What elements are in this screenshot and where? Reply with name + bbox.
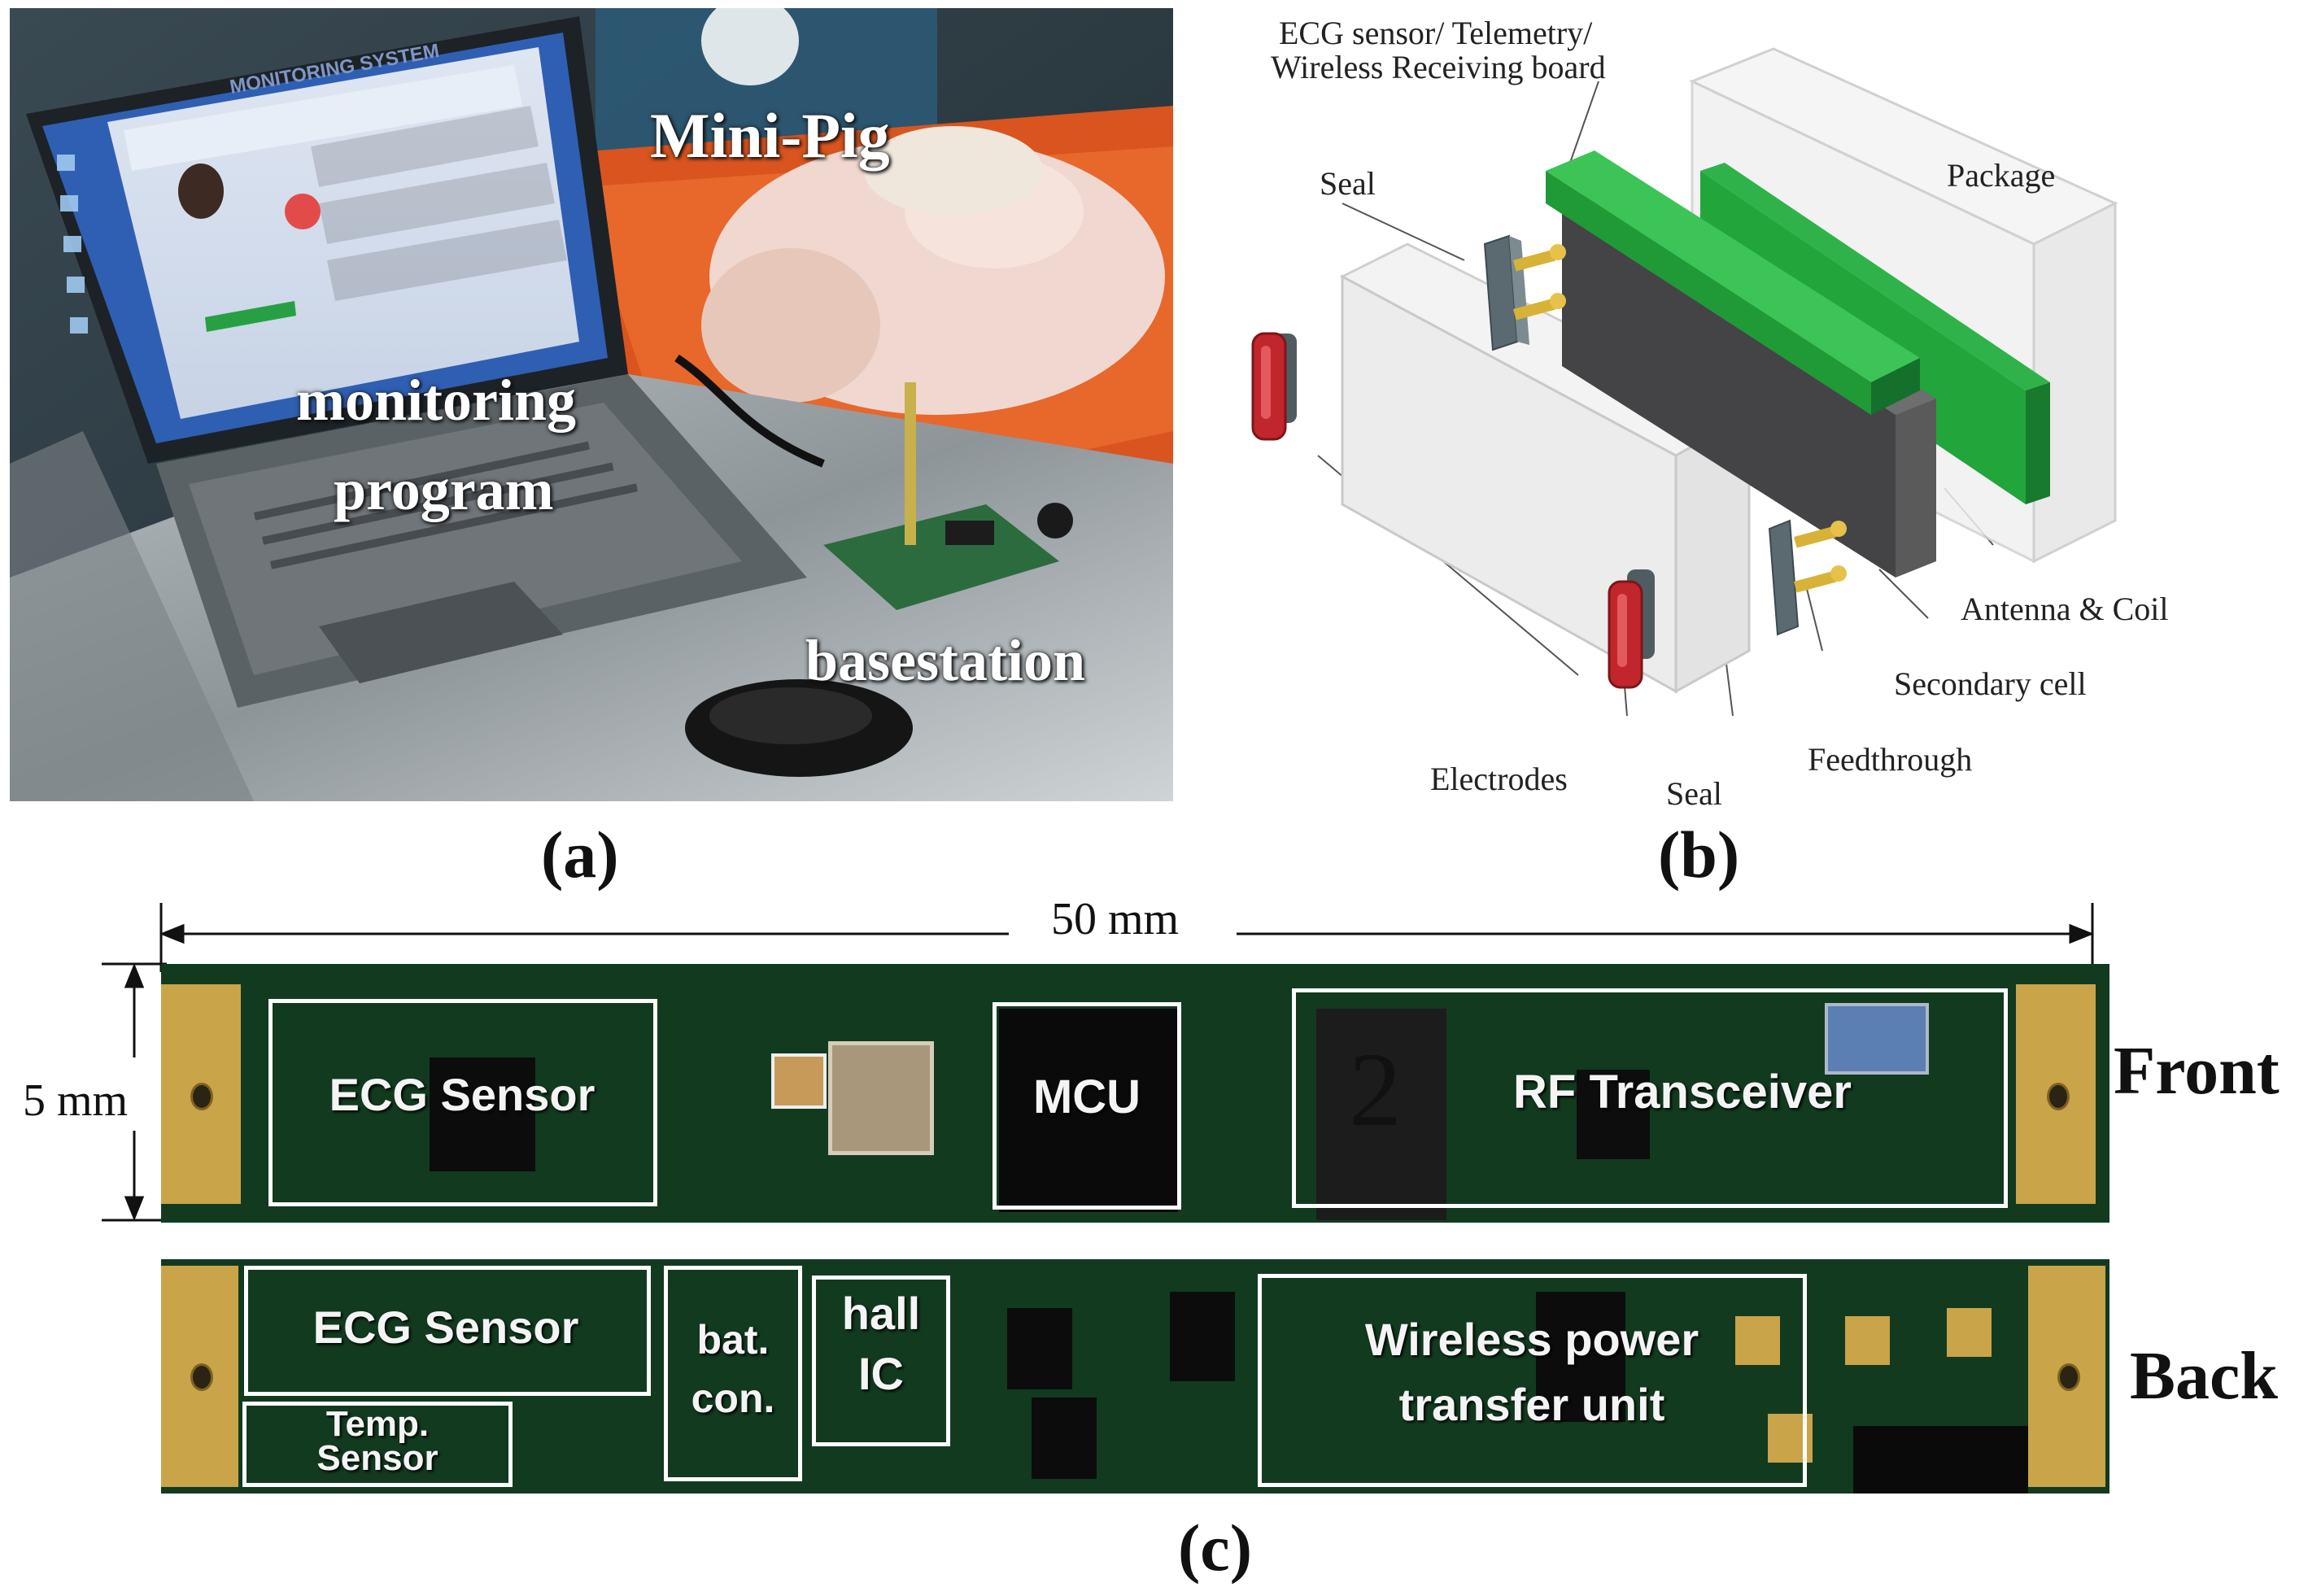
back-label-hall-1: hall	[841, 1288, 921, 1339]
gold-pad-right	[2028, 1266, 2105, 1487]
back-label-wpt-2: transfer unit	[1398, 1379, 1665, 1430]
label-antenna-coil: Antenna & Coil	[1961, 591, 2169, 627]
seal-top	[1483, 234, 1566, 351]
back-label-ecg: ECG Sensor	[312, 1302, 579, 1353]
label-mini-pig: Mini-Pig	[650, 100, 890, 171]
label-secondary-cell: Secondary cell	[1894, 665, 2087, 702]
electrode-right	[1608, 569, 1655, 689]
seal-bottom	[1768, 519, 1847, 636]
gold-pad-left	[161, 984, 241, 1204]
label-basestation: basestation	[805, 628, 1086, 693]
electrode-left	[1251, 332, 1297, 441]
label-monitoring: monitoring	[296, 368, 577, 433]
height-dimension: 5 mm	[23, 1075, 129, 1126]
label-feedthrough: Feedthrough	[1808, 741, 1973, 778]
back-box-wpt	[1258, 1274, 1807, 1487]
label-wireless-receiving: Wireless Receiving board	[1271, 49, 1606, 85]
crystal-component	[828, 1041, 934, 1155]
label-electrodes: Electrodes	[1430, 761, 1568, 797]
telemetry-board	[1546, 150, 1920, 415]
blue-component	[1825, 1003, 1929, 1075]
back-box-ecg	[244, 1266, 651, 1396]
dimension-lines	[102, 903, 2095, 1222]
photo-panel-a: MONITORING SYSTEM Mini-Pig monitoring pr…	[10, 8, 1173, 801]
caption-a: (a)	[541, 818, 619, 892]
small-component	[771, 1053, 827, 1109]
label-seal-top: Seal	[1320, 165, 1376, 202]
gold-pad-right	[2016, 984, 2096, 1204]
label-package: Package	[1947, 157, 2056, 194]
rf-chip-dark	[1316, 1009, 1446, 1220]
back-chip	[1536, 1292, 1625, 1422]
back-label-hall-2: IC	[858, 1348, 904, 1399]
pcb-back: ECG Sensor Temp. Sensor bat. con. hall I…	[161, 1259, 2109, 1494]
mount-hole	[2047, 1083, 2070, 1110]
gold-pad-left	[161, 1266, 238, 1487]
front-label-ecg: ECG Sensor	[329, 1069, 596, 1120]
back-label-bat-2: con.	[691, 1376, 775, 1421]
back-chip	[1032, 1398, 1097, 1479]
front-label-rf: RF Transceiver	[1513, 1066, 1852, 1119]
mcu-chip	[999, 1009, 1178, 1212]
back-box-bat	[664, 1266, 802, 1481]
front-label-mcu: MCU	[1032, 1071, 1141, 1123]
rf-chip-small	[1577, 1070, 1650, 1159]
mount-hole	[190, 1363, 213, 1391]
front-box-ecg	[268, 999, 657, 1206]
label-back: Back	[2130, 1338, 2279, 1414]
width-dimension: 50 mm	[1051, 894, 1180, 944]
back-box-hall	[812, 1275, 950, 1446]
small-pad	[1845, 1316, 1890, 1365]
label-program: program	[334, 457, 554, 522]
back-label-temp-2: Sensor	[316, 1438, 438, 1478]
diagram-panel-b: ECG sensor/ Telemetry/ Wireless Receivin…	[1220, 0, 2321, 822]
label-seal-bottom: Seal	[1666, 775, 1722, 812]
back-label-bat-1: bat.	[696, 1317, 770, 1363]
back-box-temp	[242, 1402, 513, 1487]
caption-b: (b)	[1658, 818, 1740, 892]
mount-hole	[190, 1083, 213, 1110]
label-ecg-telemetry: ECG sensor/ Telemetry/	[1279, 15, 1593, 51]
pcb-front: ECG Sensor MCU RF Transceiver 2	[161, 964, 2109, 1223]
front-box-mcu	[993, 1002, 1181, 1210]
ecg-chip	[430, 1057, 535, 1171]
back-chip	[1170, 1292, 1235, 1381]
dark-patch	[1853, 1426, 2028, 1494]
mount-hole	[2057, 1363, 2080, 1391]
small-pad	[1735, 1316, 1780, 1365]
front-box-rf	[1292, 988, 2008, 1208]
exploded-view	[1251, 47, 2118, 717]
small-pad	[1947, 1308, 1992, 1357]
chip-marking: 2	[1349, 1031, 1402, 1149]
caption-c: (c)	[1178, 1511, 1253, 1585]
back-chip	[1007, 1308, 1072, 1389]
photo-scene: MONITORING SYSTEM	[10, 8, 1173, 801]
back-label-temp-1: Temp.	[325, 1404, 430, 1444]
back-label-wpt-1: Wireless power	[1364, 1314, 1699, 1365]
label-front: Front	[2114, 1033, 2280, 1109]
